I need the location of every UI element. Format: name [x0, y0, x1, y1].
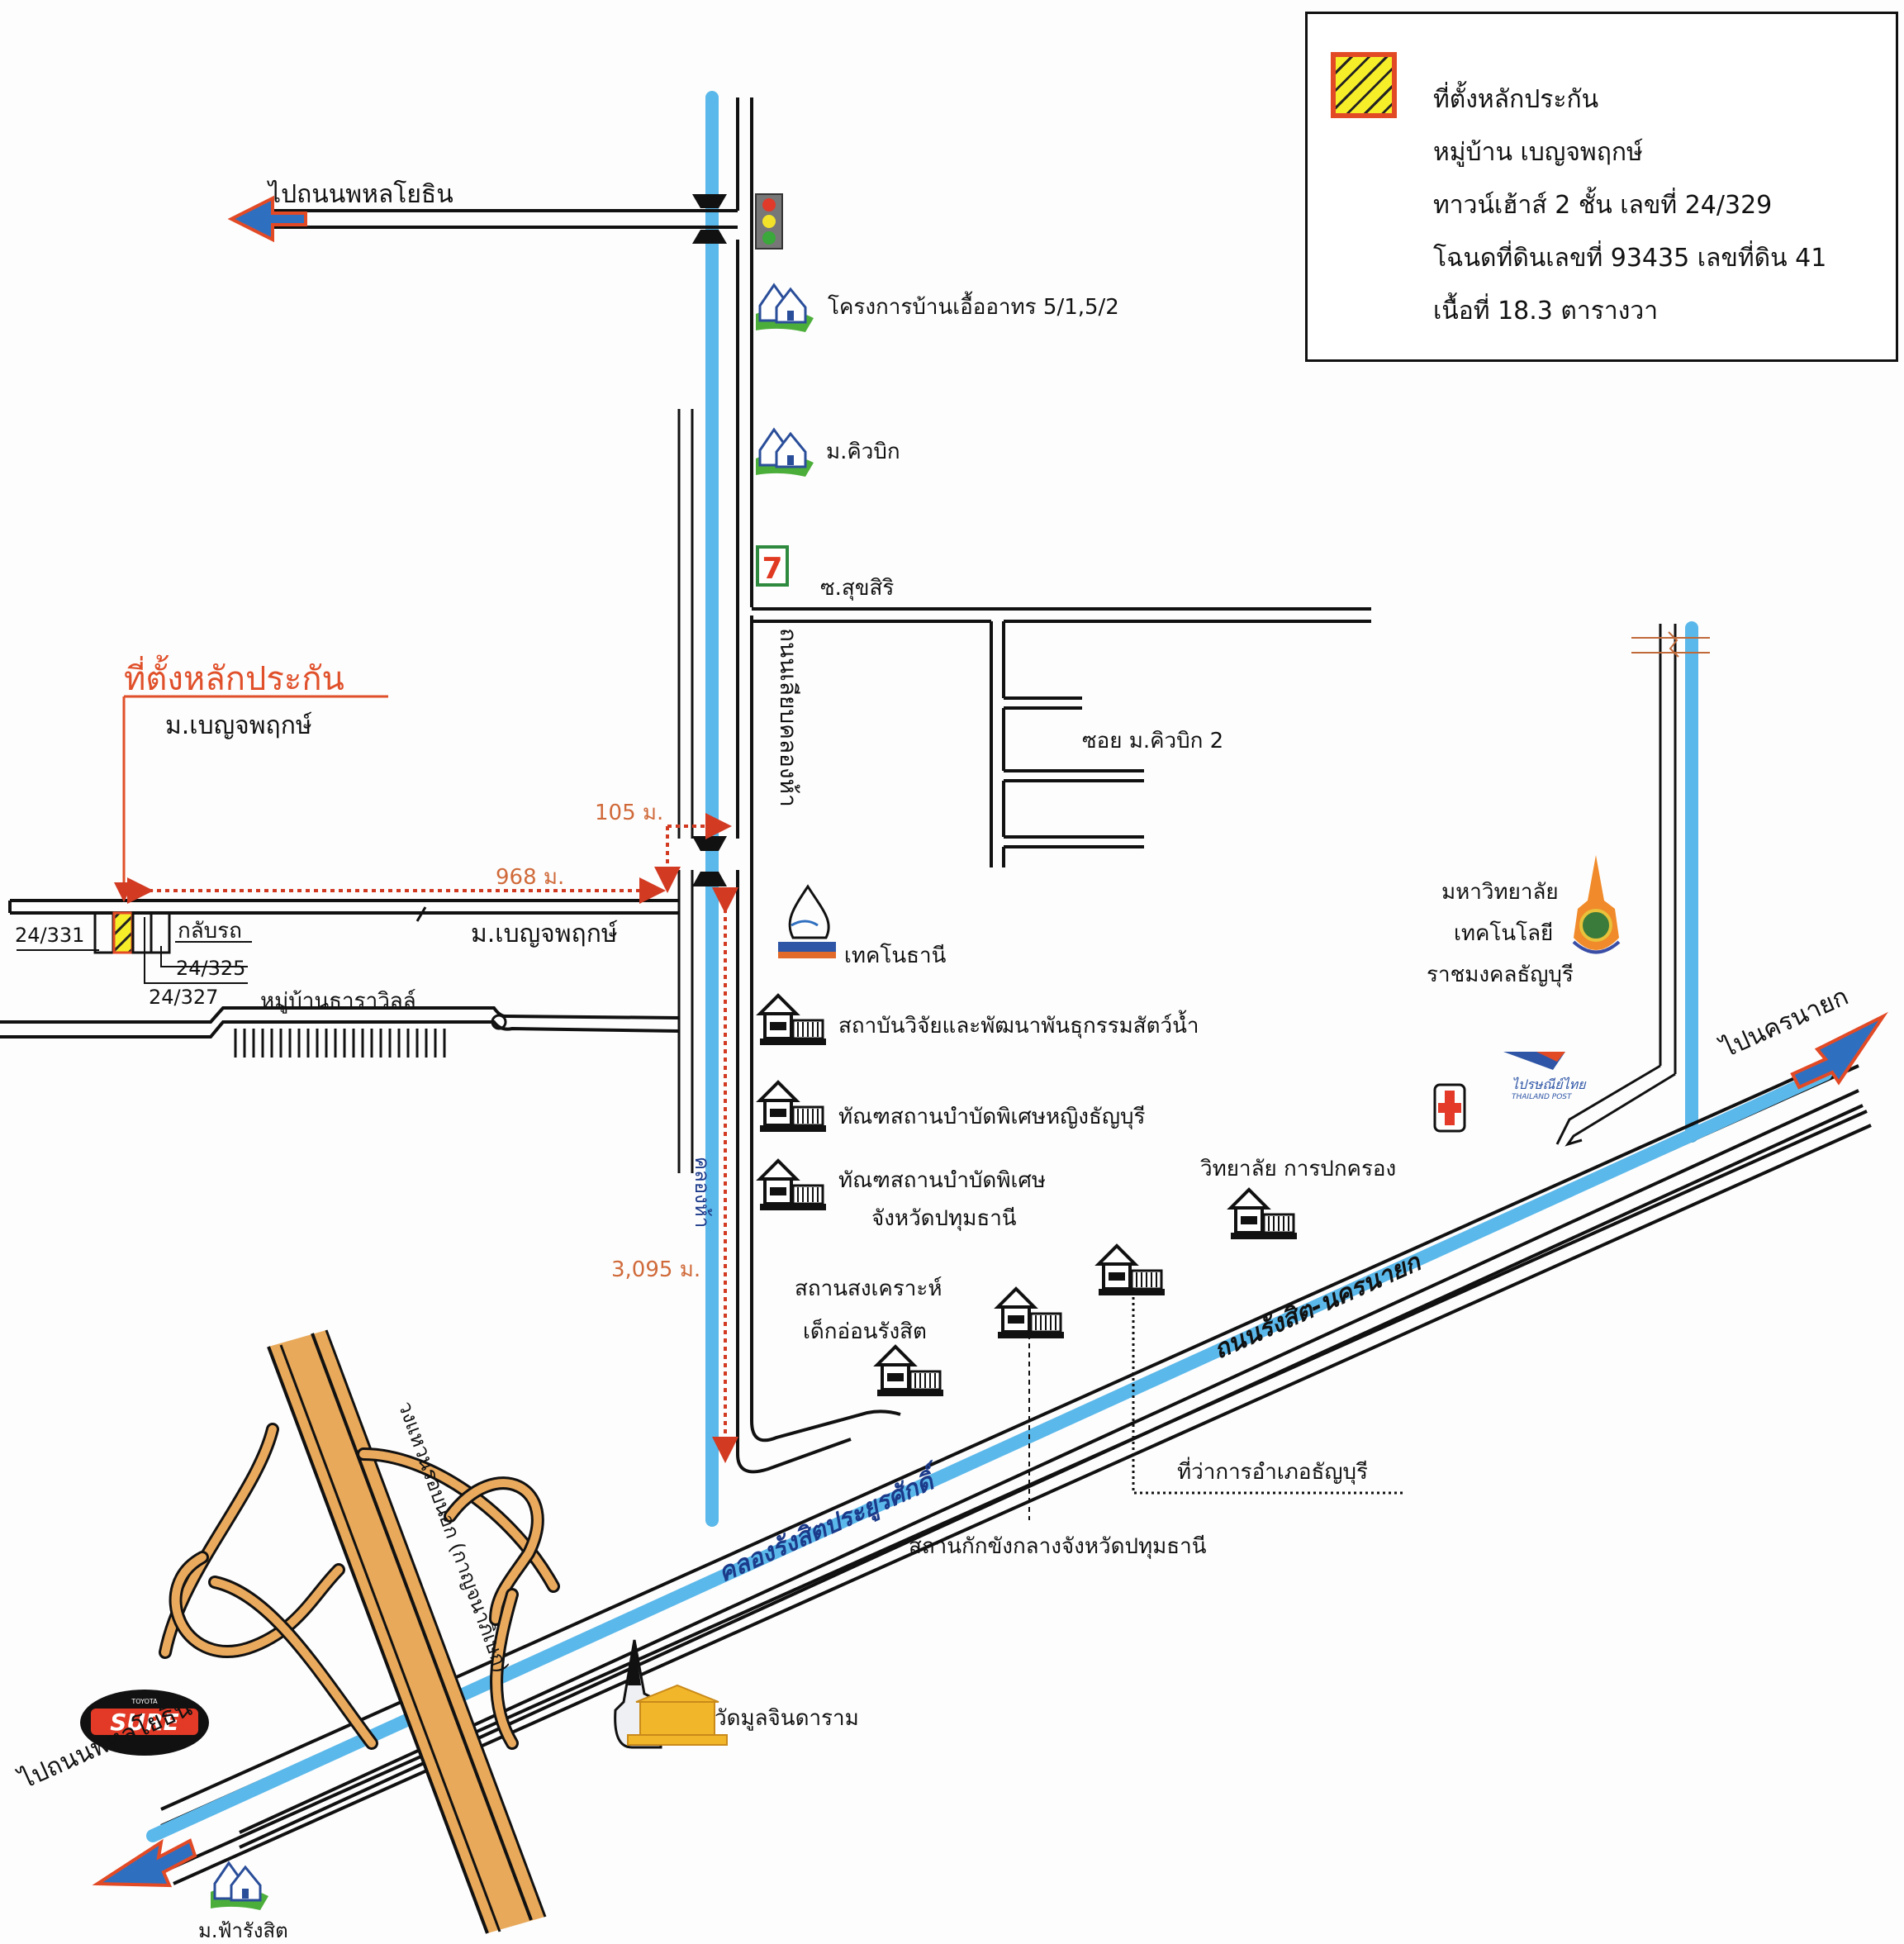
- technothani-logo: [778, 884, 836, 958]
- distance-968: 968 ม.: [496, 865, 564, 890]
- government-building-icon: [756, 1080, 826, 1132]
- label-special-prison-2: จังหวัดปทุมธานี: [871, 1206, 1017, 1231]
- label-to-phahonyothin-north: ไปถนนพหลโยธิน: [267, 179, 453, 209]
- label-eua-arthorn: โครงการบ้านเอื้ออาทร 5/1,5/2: [828, 291, 1119, 320]
- seven-eleven-icon: 7: [756, 545, 789, 587]
- label-rmutt-2: เทคโนโลยี: [1454, 920, 1553, 946]
- arrow-west-icon: [227, 195, 307, 243]
- label-qbig: ม.คิวบิก: [826, 440, 900, 464]
- callout-subtitle: ม.เบญจพฤกษ์: [165, 711, 312, 740]
- temple-icon: [614, 1639, 728, 1749]
- housing-village-icon: [756, 283, 814, 332]
- government-building-icon: [756, 1158, 826, 1210]
- label-rangsit-nakhonnayok: ถนนรังสิต-นครนายก: [1209, 1248, 1427, 1366]
- label-aquatic-institute: สถาบันวิจัยและพัฒนาพันธุกรรมสัตว์น้ำ: [838, 1010, 1199, 1039]
- soi-suksiri-road: [752, 607, 1371, 867]
- arrow-southwest-icon: [92, 1838, 197, 1888]
- svg-text:TOYOTA: TOYOTA: [131, 1698, 158, 1705]
- government-building-icon: [1094, 1243, 1165, 1295]
- outer-ring-interchange: [159, 1329, 560, 1934]
- label-women-prison: ทัณฑสถานบำบัดพิเศษหญิงธัญบุรี: [838, 1105, 1146, 1129]
- label-babies-home-1: สถานสงเคราะห์: [795, 1276, 943, 1301]
- government-building-icon: [1227, 1187, 1297, 1239]
- thara-ville-houses: [234, 1029, 446, 1058]
- label-wat: วัดมูลจินดาราม: [715, 1706, 859, 1731]
- callout-title: ที่ตั้งหลักประกัน: [124, 654, 344, 698]
- label-thara-ville: หมู่บ้านธาราวิลล์: [260, 989, 416, 1014]
- legend-box: ที่ตั้งหลักประกัน หมู่บ้าน เบญจพฤกษ์ ทาว…: [1305, 12, 1898, 362]
- label-benjapruek-road: ม.เบญจพฤกษ์: [471, 920, 618, 948]
- label-district-office: ที่ว่าการอำเภอธัญบุรี: [1177, 1457, 1368, 1485]
- benjapruek-road: [8, 899, 679, 922]
- hatched-plot-marker-icon: [1331, 52, 1397, 118]
- housing-village-icon: [756, 427, 814, 477]
- target-plot-marker[interactable]: [112, 911, 134, 954]
- landmark-leaders: [1028, 1297, 1404, 1520]
- label-rmutt-1: มหาวิทยาลัย: [1441, 880, 1559, 905]
- arrow-east-icon: [1790, 1011, 1888, 1090]
- legend-line-village: หมู่บ้าน เบญจพฤกษ์: [1433, 138, 1643, 167]
- distance-105: 105 ม.: [595, 801, 663, 825]
- legend-line-area: เนื้อที่ 18.3 ตารางวา: [1433, 297, 1659, 326]
- svg-text:7: 7: [762, 552, 782, 586]
- callout-pointer: [114, 695, 388, 902]
- government-building-icon: [994, 1286, 1064, 1338]
- road-to-phahonyothin-north: [227, 195, 738, 243]
- rmutt-road: [1555, 621, 1710, 1147]
- distance-markers: [127, 813, 738, 1463]
- label-khlong5-road: ถนนเลียบคลองห้า: [775, 628, 802, 807]
- label-soi-suksiri: ซ.สุขสิริ: [820, 576, 894, 601]
- legend-line-deed: โฉนดที่ดินเลขที่ 93435 เลขที่ดิน 41: [1433, 244, 1827, 273]
- label-rmutt-3: ราชมงคลธัญบุรี: [1427, 962, 1574, 987]
- label-detention: สถานกักขังกลางจังหวัดปทุมธานี: [909, 1534, 1207, 1559]
- bridge-icon: [692, 194, 727, 886]
- svg-text:THAILAND POST: THAILAND POST: [1512, 1093, 1573, 1101]
- government-building-icon: [873, 1344, 943, 1396]
- plot-24-331: 24/331: [15, 924, 84, 947]
- thara-ville-road: [0, 1006, 680, 1039]
- government-building-icon: [756, 993, 826, 1045]
- label-soi-qbig2: ซอย ม.คิวบิก 2: [1082, 729, 1223, 753]
- hospital-cross-icon: [1433, 1083, 1466, 1133]
- plot-24-325: 24/325: [176, 957, 245, 980]
- label-u-turn: กลับรถ: [178, 919, 242, 943]
- label-fah-rangsit: ม.ฟ้ารังสิต: [198, 1919, 288, 1942]
- legend-line-house: ทาวน์เฮ้าส์ 2 ชั้น เลขที่ 24/329: [1433, 191, 1773, 220]
- university-emblem-icon: [1572, 855, 1621, 954]
- traffic-light-icon: [755, 193, 783, 250]
- label-special-prison-1: ทัณฑสถานบำบัดพิเศษ: [838, 1168, 1046, 1193]
- svg-text:SURE: SURE: [110, 1709, 179, 1736]
- distance-3095: 3,095 ม.: [611, 1257, 700, 1282]
- label-babies-home-2: เด็กอ่อนรังสิต: [803, 1318, 927, 1344]
- legend-line-title: ที่ตั้งหลักประกัน: [1433, 85, 1599, 114]
- label-technothani: เทคโนธานี: [844, 943, 947, 968]
- west-parallel-road: [677, 409, 694, 1173]
- housing-village-icon: [211, 1861, 268, 1910]
- svg-text:ไปรษณีย์ไทย: ไปรษณีย์ไทย: [1512, 1077, 1587, 1092]
- plot-24-327: 24/327: [149, 986, 218, 1009]
- thailand-post-logo: ไปรษณีย์ไทย THAILAND POST: [1503, 1052, 1587, 1101]
- label-gov-college: วิทยาลัย การปกครอง: [1200, 1157, 1397, 1181]
- road-break-icon: [1668, 631, 1679, 658]
- plot-row: [17, 911, 252, 984]
- label-khlong5-canal: คลองห้า: [691, 1157, 714, 1228]
- toyota-sure-logo: SURE TOYOTA: [80, 1690, 209, 1756]
